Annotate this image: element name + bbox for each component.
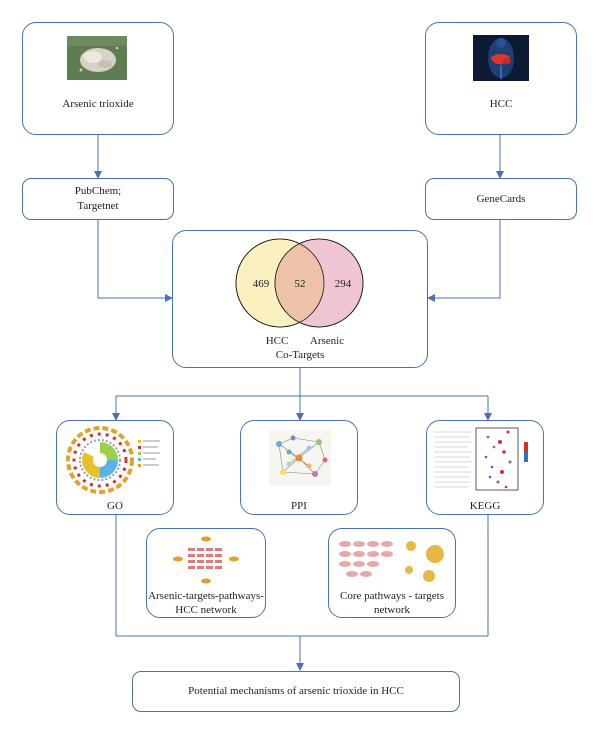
pubchem-targetnet-box: PubChem; Targetnet [22,178,174,220]
network1-label-line1: Arsenic-targets-pathways- [148,590,264,602]
venn-arsenic-count: 294 [334,278,352,290]
venn-diagram [235,238,364,328]
co-targets-caption: Co-Targets [275,349,325,361]
network2-image [339,541,444,582]
arsenic-trioxide-label: Arsenic trioxide [62,98,134,110]
kegg-label: KEGG [469,500,501,512]
arsenic-network-box: Arsenic-targets-pathways- HCC network [146,528,266,618]
go-label: GO [107,500,123,512]
venn-overlap-count: 52 [294,278,306,290]
targetnet-label: Targetnet [77,200,119,212]
arsenic-trioxide-box: Arsenic trioxide [22,22,174,135]
venn-overlap [275,239,324,327]
arrow-genecards-to-venn [427,220,501,302]
genecards-label: GeneCards [476,193,526,205]
network1-image [173,536,239,584]
mechanism-label: Potential mechanisms of arsenic trioxide… [188,685,404,697]
arsenic-trioxide-image [67,36,127,80]
venn-hcc-count: 469 [252,278,270,290]
ppi-label: PPI [291,500,307,512]
network2-label-line1: Core pathways - targets [340,590,444,602]
venn-arsenic-label: Arsenic [309,335,345,347]
go-image [66,426,160,494]
core-pathways-box: Core pathways - targets network [328,528,456,618]
arrow-pubchem-to-venn [97,220,173,302]
hcc-image [473,35,529,81]
go-box: GO [56,420,174,515]
network2-label-line2: network [373,604,411,616]
hcc-label: HCC [489,98,513,110]
co-targets-box: 469 52 294 HCC Arsenic Co-Targets [172,230,428,368]
pubchem-label: PubChem; [74,185,122,197]
kegg-image [434,427,528,491]
network1-label-line2: HCC network [175,604,237,616]
venn-hcc-label: HCC [265,335,289,347]
ppi-image [269,430,331,486]
hcc-box: HCC [425,22,577,135]
kegg-box: KEGG [426,420,544,515]
mechanism-box: Potential mechanisms of arsenic trioxide… [132,671,460,712]
ppi-box: PPI [240,420,358,515]
genecards-box: GeneCards [425,178,577,220]
